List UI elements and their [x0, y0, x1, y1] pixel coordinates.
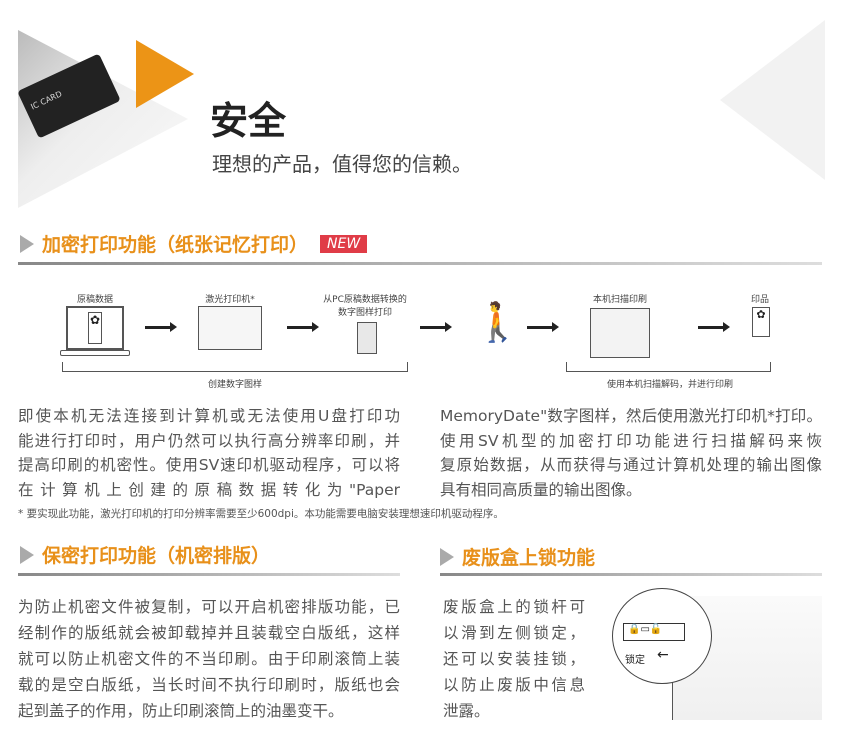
text-line: 以滑到左侧锁定，: [443, 624, 585, 642]
section-title: 加密打印功能（纸张记忆打印）: [42, 234, 309, 256]
text-line: 即使本机无法连接到计算机或无法使用U盘打印功: [18, 407, 400, 425]
divider: [440, 573, 822, 576]
text-line: 能进行打印时，用户仍然可以执行高分辨率印刷，并: [18, 431, 400, 450]
page-subtitle: 理想的产品，值得您的信赖。: [212, 152, 472, 176]
bracket: [566, 362, 771, 372]
section-lock-heading: 废版盒上锁功能: [440, 543, 595, 570]
confidential-description: 为防止机密文件被复制，可以开启机密排版功能，已 经制作的版纸就会被卸载掉并且装载…: [18, 594, 400, 724]
arrow-icon: [145, 322, 177, 332]
digital-pattern-sheet-icon: [357, 322, 377, 354]
encrypted-print-description-left: 即使本机无法连接到计算机或无法使用U盘打印功 能进行打印时，用户仍然可以执行高分…: [18, 404, 400, 502]
section-encrypted-print-heading: 加密打印功能（纸张记忆打印） NEW: [20, 230, 368, 257]
text-line: 废版盒上的锁杆可: [443, 598, 585, 616]
arrow-icon: [287, 322, 319, 332]
laptop-icon: ✿: [66, 306, 124, 350]
text-line: 在计算机上创建的原稿数据转化为"Paper: [18, 480, 400, 499]
lock-label: 锁定: [625, 655, 645, 666]
section-title: 废版盒上锁功能: [462, 547, 596, 569]
section-title: 保密打印功能（机密排版）: [42, 545, 271, 567]
text-line: MemoryDate"数字图样，然后使用激光打印机*打印。: [440, 407, 822, 425]
gray-triangle-decoration: [720, 20, 825, 180]
text-line: 还可以安装挂锁，: [443, 650, 585, 668]
laser-printer-icon: [198, 306, 262, 350]
text-line: 起到盖子的作用，防止印刷滚筒上的油墨变干。: [18, 702, 344, 720]
section-confidential-heading: 保密打印功能（机密排版）: [20, 541, 270, 568]
text-line: 为防止机密文件被复制，可以开启机密排版功能，已: [18, 598, 400, 616]
text-line: 复原始数据，从而获得与通过计算机处理的输出图像: [440, 456, 822, 474]
step-original-data: 原稿数据: [76, 295, 113, 305]
lock-detail-magnifier: 🔒▭🔓 锁定 ←: [612, 588, 712, 684]
footnote: * 要实现此功能，激光打印机的打印分辨率需要至少600dpi。本功能需要电脑安装…: [18, 508, 504, 520]
step-scan-print: 本机扫描印刷: [592, 295, 647, 305]
lock-lever-icon: 🔒▭🔓: [623, 623, 685, 641]
lock-description: 废版盒上的锁杆可 以滑到左侧锁定， 还可以安装挂锁， 以防止废版中信息 泄露。: [443, 594, 585, 724]
text-line: 经制作的版纸就会被卸载掉并且装载空白版纸，这样: [18, 624, 400, 642]
arrow-left-icon: ←: [657, 647, 669, 663]
walking-person-icon: 🚶: [474, 300, 522, 344]
orange-triangle-decoration: [136, 40, 194, 108]
step-laser-printer: 激光打印机*: [205, 295, 255, 305]
text-line: 使用SV机型的加密打印功能进行扫描解码来恢: [440, 431, 822, 450]
laptop-base: [60, 350, 130, 356]
encrypted-print-description-right: MemoryDate"数字图样，然后使用激光打印机*打印。 使用SV机型的加密打…: [440, 404, 822, 502]
bracket-label-left: 创建数字图样: [207, 380, 262, 390]
divider: [18, 262, 822, 265]
step-digital-pattern: 从PC原稿数据转换的数字图样打印: [323, 295, 407, 318]
text-line: 具有相同高质量的输出图像。: [440, 480, 642, 499]
text-line: 就可以防止机密文件的不当印刷。由于印刷滚筒上装: [18, 650, 400, 668]
new-badge: NEW: [320, 234, 368, 253]
bracket-label-right: 使用本机扫描解码，并进行印刷: [606, 380, 733, 390]
triangle-bullet-icon: [440, 547, 454, 566]
divider: [18, 573, 400, 576]
bracket: [62, 362, 408, 372]
page-title: 安全: [210, 99, 287, 143]
duplicator-icon: [590, 308, 650, 358]
step-printed-output: 印品: [750, 295, 769, 305]
arrow-icon: [420, 322, 452, 332]
arrow-icon: [698, 322, 730, 332]
triangle-bullet-icon: [20, 234, 34, 253]
text-line: 提高印刷的机密性。使用SV速印机驱动程序，可以将: [18, 456, 400, 474]
card-text: IC CARD: [29, 89, 64, 112]
arrow-icon: [527, 322, 559, 332]
text-line: 泄露。: [443, 702, 490, 720]
text-line: 以防止废版中信息: [443, 676, 585, 694]
text-line: 载的是空白版纸，当长时间不执行印刷时，版纸也会: [18, 676, 400, 694]
printed-sheet-icon: ✿: [752, 307, 770, 337]
triangle-bullet-icon: [20, 545, 34, 564]
